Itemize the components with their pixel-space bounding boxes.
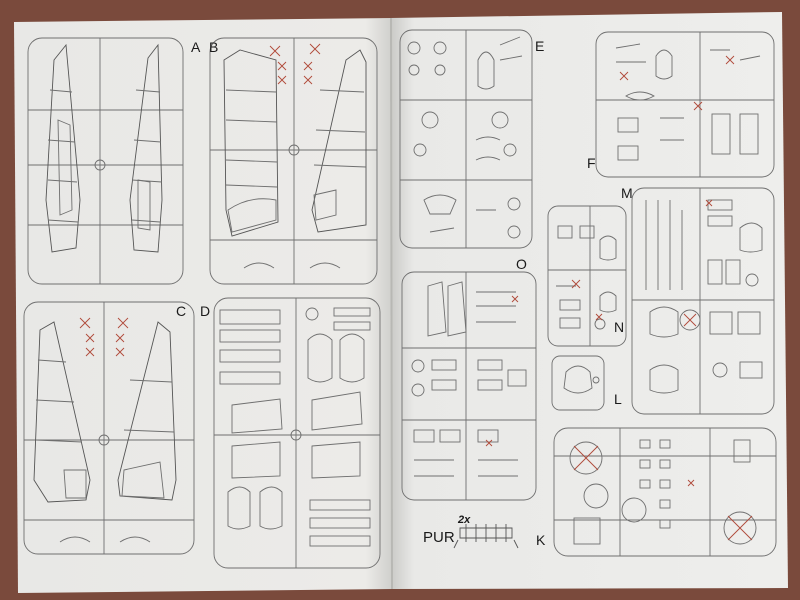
sprue-f-cross-marks [619, 55, 735, 111]
sprue-label-e: E [535, 38, 545, 54]
sprue-label-b: B [209, 39, 219, 55]
sprue-label-c: C [176, 303, 187, 319]
sprue-b-frame [209, 37, 378, 285]
sprue-l-frame [551, 355, 605, 411]
sprue-b-cross-marks [269, 43, 321, 85]
sprue-e-parts [407, 36, 523, 239]
sprue-a-frame [27, 37, 184, 285]
pur-count: 2x [458, 514, 471, 526]
sprue-o-cross-marks [485, 295, 519, 447]
sprue-b-wing-left [223, 49, 279, 237]
sprue-n-frame [547, 205, 627, 347]
sprue-label-a: A [191, 39, 201, 55]
sprue-label-d: D [200, 303, 211, 319]
sprue-m-cross-marks [683, 199, 713, 327]
sprue-label-f: F [587, 155, 596, 171]
sprue-a-wing-right [129, 43, 163, 253]
sprue-c-wing-left [33, 321, 91, 503]
sprue-a-wing-left [45, 43, 81, 253]
sprue-label-k: K [536, 532, 546, 548]
sprue-o-frame [401, 271, 537, 501]
sprue-l-part [563, 365, 600, 394]
sprue-b-wing-right [311, 49, 367, 233]
pur-part-drawing [453, 524, 519, 549]
sprue-n-parts [556, 225, 617, 330]
sprue-n-cross-marks [571, 279, 603, 321]
sprue-m-frame [631, 187, 775, 415]
sprue-label-m: M [621, 185, 633, 201]
pur-label: PUR [423, 529, 455, 546]
right-page [390, 12, 788, 589]
left-page [14, 18, 392, 593]
page-fold [390, 17, 393, 590]
sprue-m-parts [645, 199, 763, 394]
sprue-f-parts [615, 43, 761, 161]
sprue-b-small-parts [243, 262, 341, 269]
sprue-o-parts [411, 281, 527, 477]
sprue-k-parts [569, 439, 757, 545]
sprue-label-l: L [614, 391, 622, 407]
sprue-c-wing-right [117, 321, 177, 501]
sprue-d-frame [213, 297, 381, 569]
sprue-c-small-parts [59, 536, 151, 543]
sprue-k-cross-marks [573, 445, 753, 541]
sprue-c-cross-marks [79, 317, 129, 357]
sprue-d-parts [219, 307, 371, 547]
sprue-e-frame [399, 29, 533, 249]
sprue-c-frame [23, 301, 195, 555]
sprue-label-o: O [516, 256, 527, 272]
sprue-label-n: N [614, 319, 625, 335]
